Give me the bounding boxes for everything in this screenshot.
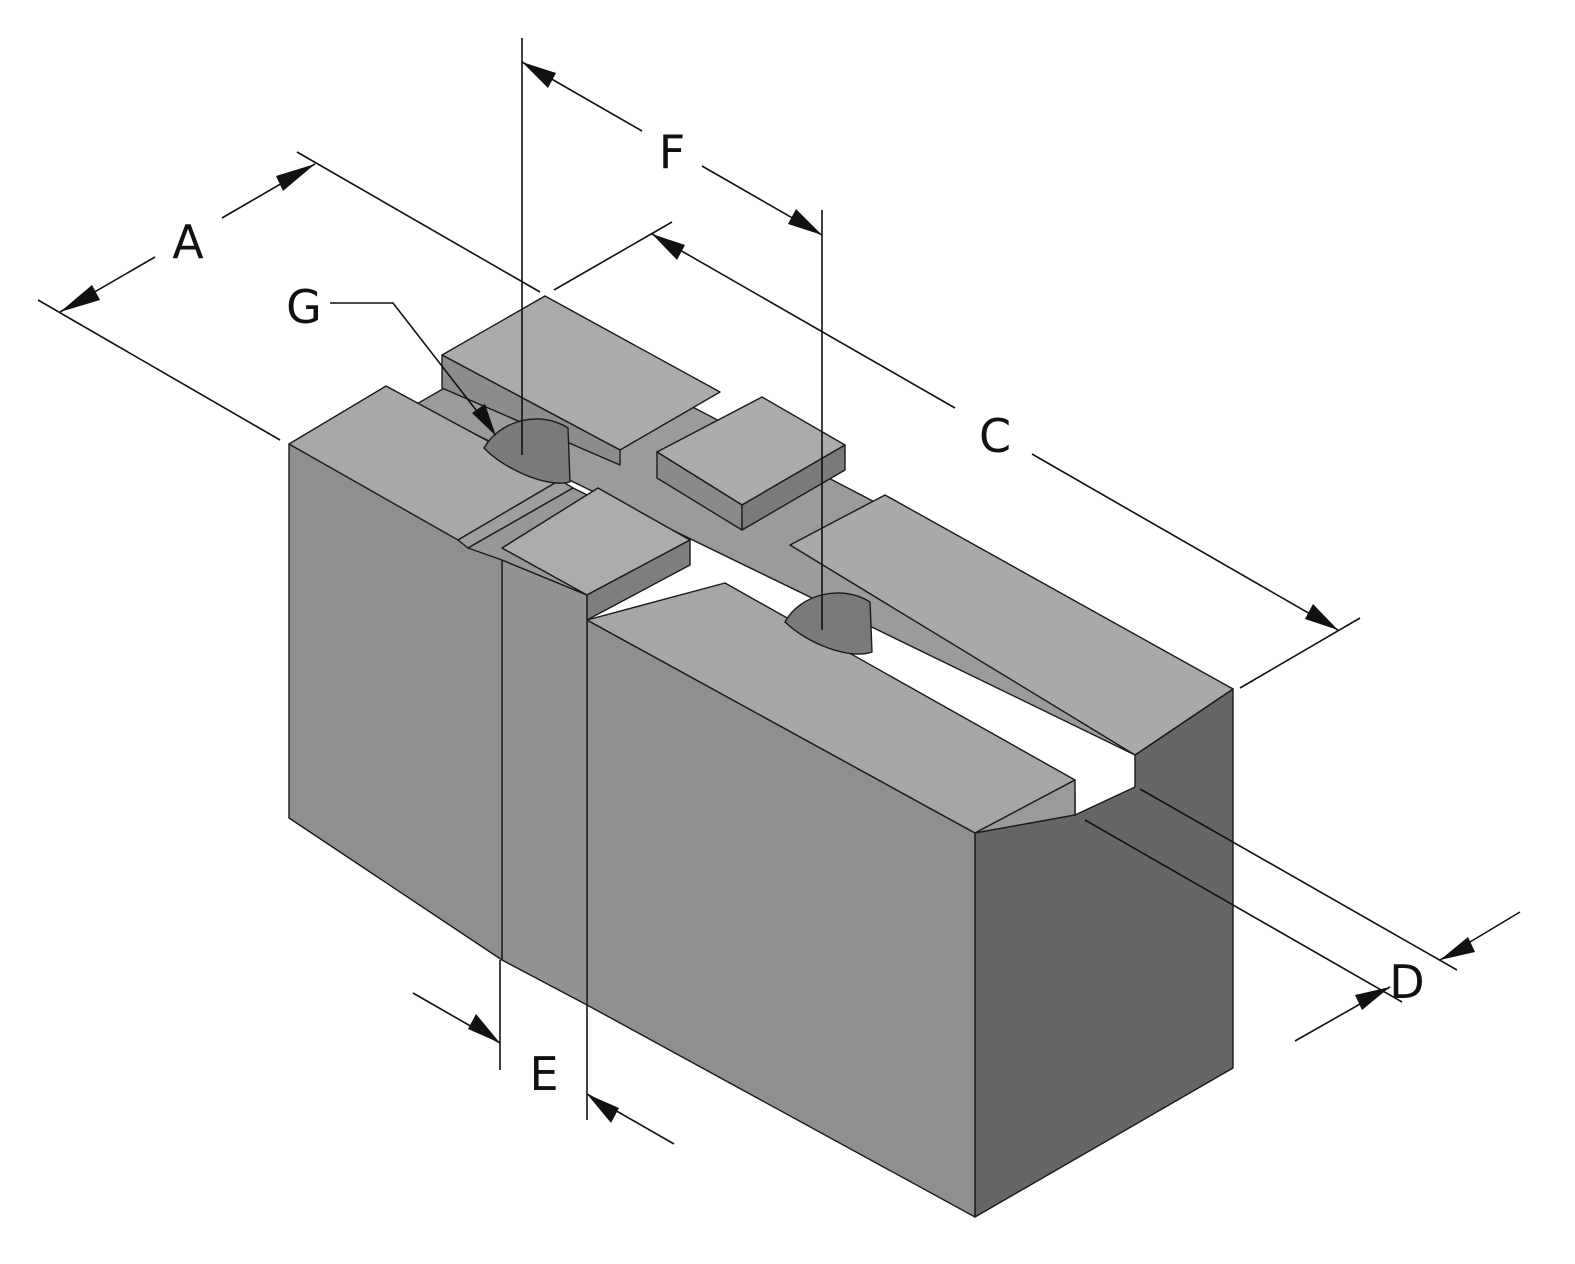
jaw-block <box>288 295 1234 1218</box>
dimension-e-label: E <box>529 1047 558 1101</box>
dimension-g-arrow <box>472 404 496 436</box>
dimension-c-arrow-2 <box>1305 604 1338 630</box>
cross-slot-front-block-side <box>586 539 691 621</box>
dimension-e-arrow-1 <box>468 1014 500 1043</box>
dimension-f-label: F <box>659 125 685 179</box>
front-step-right <box>974 779 1076 834</box>
dimension-c-label: C <box>979 409 1011 463</box>
dimension-c: C <box>553 221 1361 689</box>
dimension-e-arrow-2 <box>587 1094 619 1123</box>
dimension-g: G <box>286 280 496 436</box>
dimension-g-label: G <box>286 280 322 334</box>
dimension-e: E <box>412 960 675 1145</box>
dimension-d: D <box>1084 788 1521 1042</box>
dimension-a-arrow-2 <box>276 164 315 191</box>
dimension-f-arrow-1 <box>522 62 556 88</box>
dimension-f: F <box>521 38 823 630</box>
dimension-a: A <box>37 151 541 441</box>
dimension-a-label: A <box>172 215 204 269</box>
cross-slot-wall <box>501 559 588 1006</box>
dimension-d-label: D <box>1389 955 1424 1009</box>
dimension-c-arrow-1 <box>652 234 685 260</box>
top-pad-rear-middle-end <box>741 444 846 531</box>
dimension-d-arrow-1 <box>1355 987 1390 1010</box>
dimensions: A C F <box>37 38 1521 1145</box>
dimension-a-arrow-1 <box>60 285 100 312</box>
top-pad-rear-left-side <box>441 354 621 466</box>
dimension-d-arrow-2 <box>1440 937 1475 960</box>
bolt-bore-1 <box>483 418 571 484</box>
top-pad-rear-right <box>789 494 1234 756</box>
dimension-f-arrow-2 <box>788 209 822 235</box>
bolt-bore-2 <box>784 592 873 655</box>
